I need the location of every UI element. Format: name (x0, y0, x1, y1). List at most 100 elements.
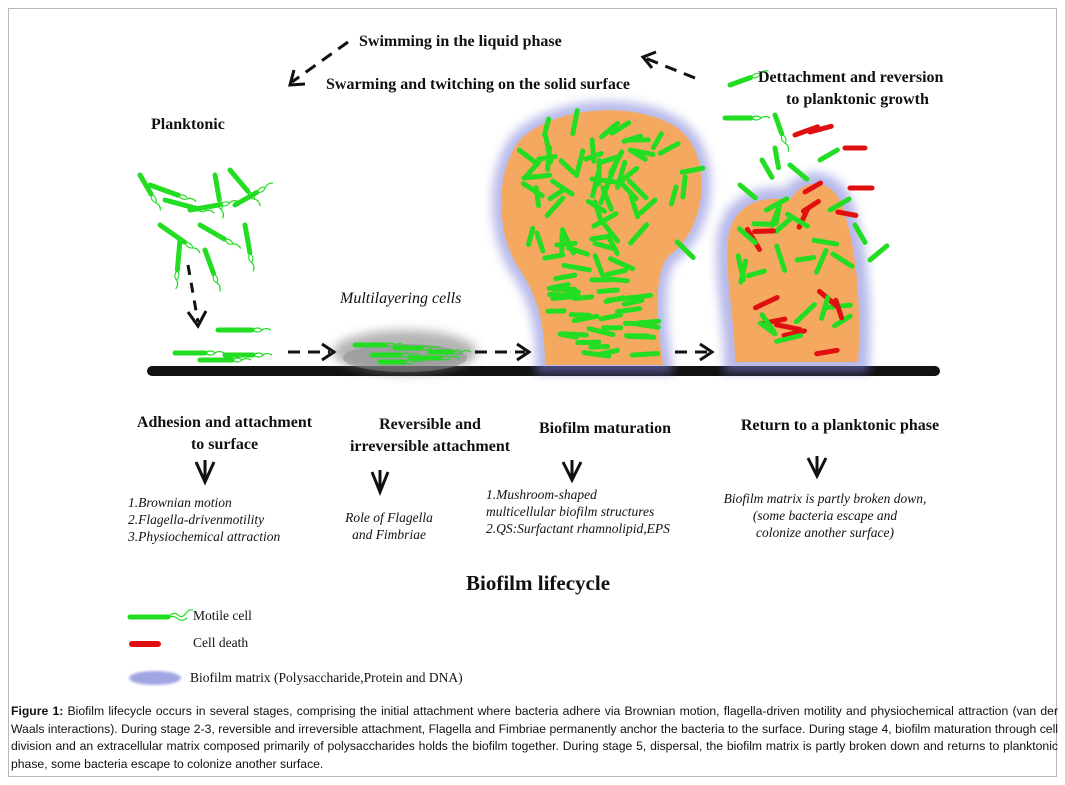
legend-symbols (127, 609, 194, 685)
motile-cell (609, 120, 632, 136)
figure-title: Biofilm lifecycle (466, 571, 611, 595)
motile-cell (674, 239, 696, 261)
motile-cell (592, 199, 603, 221)
motile-cell (571, 313, 600, 324)
motile-cell (542, 116, 552, 138)
motile-cell (626, 178, 649, 201)
arrow-detachment (644, 56, 696, 80)
flagellum (251, 327, 272, 333)
dead-cell (802, 180, 824, 195)
motile-cell (137, 172, 154, 197)
flagellum (204, 350, 225, 356)
motile-cell (583, 150, 604, 162)
flagellum (750, 115, 771, 121)
flagellum (177, 194, 197, 203)
flagellum (212, 273, 221, 292)
stage-4-note-2: (some bacteria escape and (752, 508, 898, 523)
motile-cell (774, 333, 804, 344)
flagellum (780, 133, 790, 152)
stage-3-note-2: multicellular biofilm structures (486, 504, 655, 519)
motile-cell (615, 306, 643, 315)
planktonic-cells (137, 167, 274, 292)
flagellum (219, 200, 239, 207)
motile-cell (591, 211, 619, 229)
motile-cell (558, 331, 589, 338)
motile-cell (599, 218, 621, 244)
dead-cell (814, 347, 840, 357)
motile-cell (830, 251, 855, 269)
motile-cell (794, 255, 817, 263)
legend-matrix-label: Biofilm matrix (Polysaccharide,Protein a… (190, 670, 463, 685)
motile-cell (852, 222, 868, 245)
stage-3-title: Biofilm maturation (520, 418, 690, 440)
stage-1-note-1: 1.Brownian motion (128, 495, 232, 510)
process-arrows (186, 40, 828, 497)
flagellum (403, 359, 424, 365)
stage-2-title: Reversible and irreversible attachment (330, 414, 530, 458)
motile-cell (627, 147, 648, 162)
motile-cell (679, 165, 706, 175)
motile-cell (147, 182, 181, 198)
motile-cell (626, 333, 657, 340)
motile-cell (598, 312, 623, 322)
motile-cell (598, 120, 621, 140)
stage-2-note-2: and Fimbriae (352, 527, 426, 542)
motile-cell (602, 276, 631, 284)
dead-cell (752, 228, 776, 235)
motile-cell (737, 182, 758, 201)
motile-cell (751, 221, 776, 227)
motile-cell (523, 159, 542, 179)
flagellum (184, 241, 201, 254)
flagellum (451, 349, 472, 355)
flagellum (150, 194, 162, 211)
stage-3-notes: 1.Mushroom-shaped multicellular biofilm … (486, 486, 670, 537)
flagellum (248, 252, 255, 272)
motile-cell (867, 243, 890, 263)
stage-2-title-line1: Reversible and (379, 416, 481, 433)
multilayer-cells (352, 342, 472, 365)
mature-biofilm (492, 101, 711, 374)
label-multilayering: Multilayering cells (340, 290, 462, 307)
label-swarming: Swarming and twitching on the solid surf… (326, 76, 631, 93)
motile-cell (547, 187, 567, 202)
motile-cell (592, 240, 618, 252)
motile-cell (556, 289, 581, 299)
flagellum (256, 182, 274, 194)
motile-cell (565, 245, 590, 257)
motile-cell (600, 185, 614, 212)
motile-cell (814, 247, 829, 275)
motile-cell (553, 272, 578, 282)
motile-cell (592, 253, 605, 278)
stage-1-title: Adhesion and attachment to surface (112, 412, 337, 456)
dead-cell (773, 322, 803, 333)
stage-3-title-line1: Biofilm maturation (539, 420, 671, 437)
motile-cell (657, 141, 681, 156)
label-swimming: Swimming in the liquid phase (359, 33, 562, 50)
motile-cell (784, 211, 810, 229)
motile-cell (650, 131, 664, 151)
motile-cell (763, 196, 790, 213)
motile-cell (227, 167, 251, 194)
motile-cell (570, 108, 580, 137)
dead-cell (753, 294, 780, 311)
flagellum (750, 70, 769, 79)
label-detachment-line1: Dettachment and reversion (758, 69, 944, 86)
motile-cell (197, 222, 227, 242)
motile-cell (772, 112, 785, 137)
stage-2-title-line2: irreversible attachment (349, 438, 511, 455)
motile-cell (521, 172, 553, 181)
motile-cell (597, 153, 623, 166)
motile-cell (680, 174, 688, 200)
motile-cell (759, 157, 775, 180)
flagellum (252, 352, 273, 358)
multilayer-mound (333, 330, 477, 374)
motile-cell (811, 237, 840, 247)
motile-cell (545, 145, 553, 173)
figure-caption: Figure 1: Biofilm lifecycle occurs in se… (11, 703, 1058, 773)
motile-cell (588, 344, 611, 350)
adhesion-cells (172, 327, 273, 363)
motile-cell (621, 297, 645, 307)
motile-cell (604, 159, 620, 188)
stage-1-note-2: 2.Flagella-drivenmotility (128, 512, 265, 527)
motile-cell (544, 195, 566, 218)
